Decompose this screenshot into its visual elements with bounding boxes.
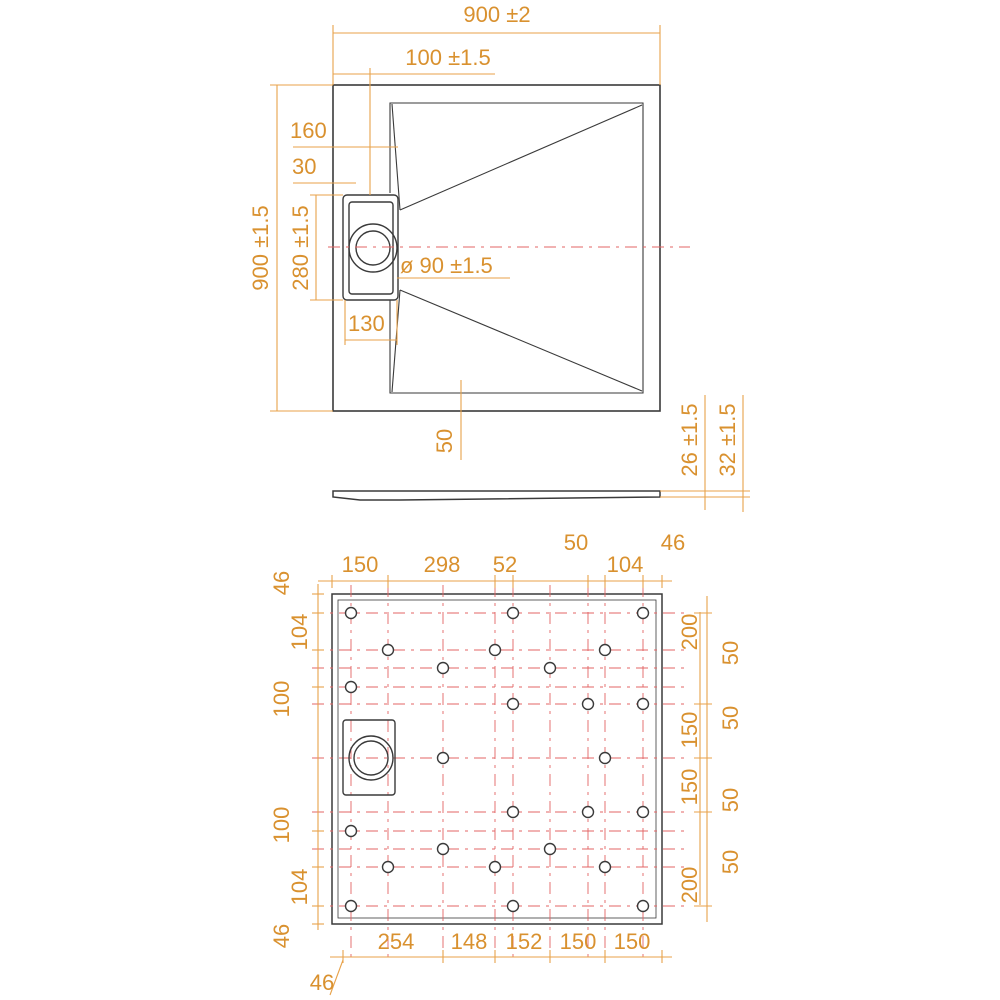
support-foot-icon [381, 860, 395, 874]
support-foot-icon [344, 680, 358, 694]
drain-box [342, 719, 396, 796]
top-view: 900 ±2 100 ±1.5 160 30 ø 90 ±1.5 130 280… [248, 2, 690, 460]
support-feet [344, 606, 650, 913]
dim-right-50-a: 50 [718, 641, 743, 665]
dim-right-150-b: 150 [677, 769, 702, 806]
side-view: 26 ±1.5 32 ±1.5 [332, 395, 750, 512]
bottom-dimension-lines [312, 575, 712, 996]
support-foot-icon [581, 805, 595, 819]
dim-right-200-top: 200 [677, 614, 702, 651]
support-foot-icon [598, 860, 612, 874]
top-view-dimension-lines [270, 25, 661, 460]
bottom-centerlines [312, 585, 690, 960]
dim-50-top: 50 [432, 429, 457, 453]
support-foot-icon [436, 661, 450, 675]
dim-30: 30 [292, 154, 316, 179]
support-foot-icon [636, 899, 650, 913]
dim-bottom-top-50: 50 [564, 530, 588, 555]
dim-right-50-c: 50 [718, 788, 743, 812]
dim-bottom-top-46: 46 [661, 530, 685, 555]
support-foot-icon [506, 805, 520, 819]
dim-right-50-d: 50 [718, 850, 743, 874]
dim-bottom-150-a: 150 [560, 929, 597, 954]
support-foot-icon [436, 751, 450, 765]
support-foot-icon [344, 899, 358, 913]
support-foot-icon [506, 697, 520, 711]
dim-right-150-a: 150 [677, 712, 702, 749]
support-foot-icon [436, 842, 450, 856]
dim-left-104-top: 104 [287, 614, 312, 651]
dim-bottom-152: 152 [506, 929, 543, 954]
dim-bottom-top-52: 52 [493, 552, 517, 577]
support-foot-icon [636, 606, 650, 620]
dim-drain-diameter: ø 90 ±1.5 [400, 253, 493, 278]
dim-left-104-bottom: 104 [287, 869, 312, 906]
side-view-dimension-lines [660, 395, 750, 512]
drain-icon [348, 223, 398, 273]
dim-channel-length: 280 ±1.5 [288, 205, 313, 290]
support-foot-icon [543, 842, 557, 856]
support-foot-icon [381, 643, 395, 657]
dim-right-50-b: 50 [718, 706, 743, 730]
dim-left-100-top: 100 [269, 681, 294, 718]
support-foot-icon [344, 606, 358, 620]
bottom-view: 150 298 52 50 104 46 46 104 100 100 104 … [269, 530, 743, 996]
support-foot-icon [543, 661, 557, 675]
support-foot-icon [581, 697, 595, 711]
dim-bottom-150-b: 150 [614, 929, 651, 954]
support-foot-icon [636, 697, 650, 711]
support-foot-icon [636, 805, 650, 819]
dim-right-200-bottom: 200 [677, 867, 702, 904]
tray-outline [332, 84, 661, 412]
dim-left-46-top: 46 [269, 571, 294, 595]
support-foot-icon [488, 860, 502, 874]
support-foot-icon [506, 899, 520, 913]
top-view-dimension-text: 900 ±2 100 ±1.5 160 30 ø 90 ±1.5 130 280… [248, 2, 531, 453]
tray-bottom-inner [337, 599, 657, 919]
dim-total-height: 32 ±1.5 [715, 403, 740, 476]
dim-bottom-top-104: 104 [607, 552, 644, 577]
tray-slope-lines [389, 102, 644, 394]
dim-corner-46: 46 [310, 970, 334, 995]
dim-left-100-bottom: 100 [269, 807, 294, 844]
dim-overall-depth: 900 ±1.5 [248, 205, 273, 290]
support-foot-icon [344, 824, 358, 838]
support-foot-icon [488, 643, 502, 657]
tray-bottom-outline [331, 593, 663, 925]
dim-inset-width: 100 ±1.5 [405, 45, 490, 70]
dim-bottom-top-150: 150 [342, 552, 379, 577]
dim-overall-width: 900 ±2 [463, 2, 530, 27]
bottom-dimension-text: 150 298 52 50 104 46 46 104 100 100 104 … [269, 530, 743, 995]
tray-profile [332, 490, 661, 501]
dim-left-46-bottom: 46 [269, 924, 294, 948]
support-foot-icon [598, 751, 612, 765]
side-view-dimension-text: 26 ±1.5 32 ±1.5 [677, 403, 740, 476]
dim-bottom-254: 254 [378, 929, 415, 954]
support-foot-icon [598, 643, 612, 657]
dim-edge-height: 26 ±1.5 [677, 403, 702, 476]
support-foot-icon [506, 606, 520, 620]
dim-bottom-148: 148 [451, 929, 488, 954]
dim-130: 130 [348, 311, 385, 336]
dim-bottom-top-298: 298 [424, 552, 461, 577]
dim-160: 160 [290, 118, 327, 143]
